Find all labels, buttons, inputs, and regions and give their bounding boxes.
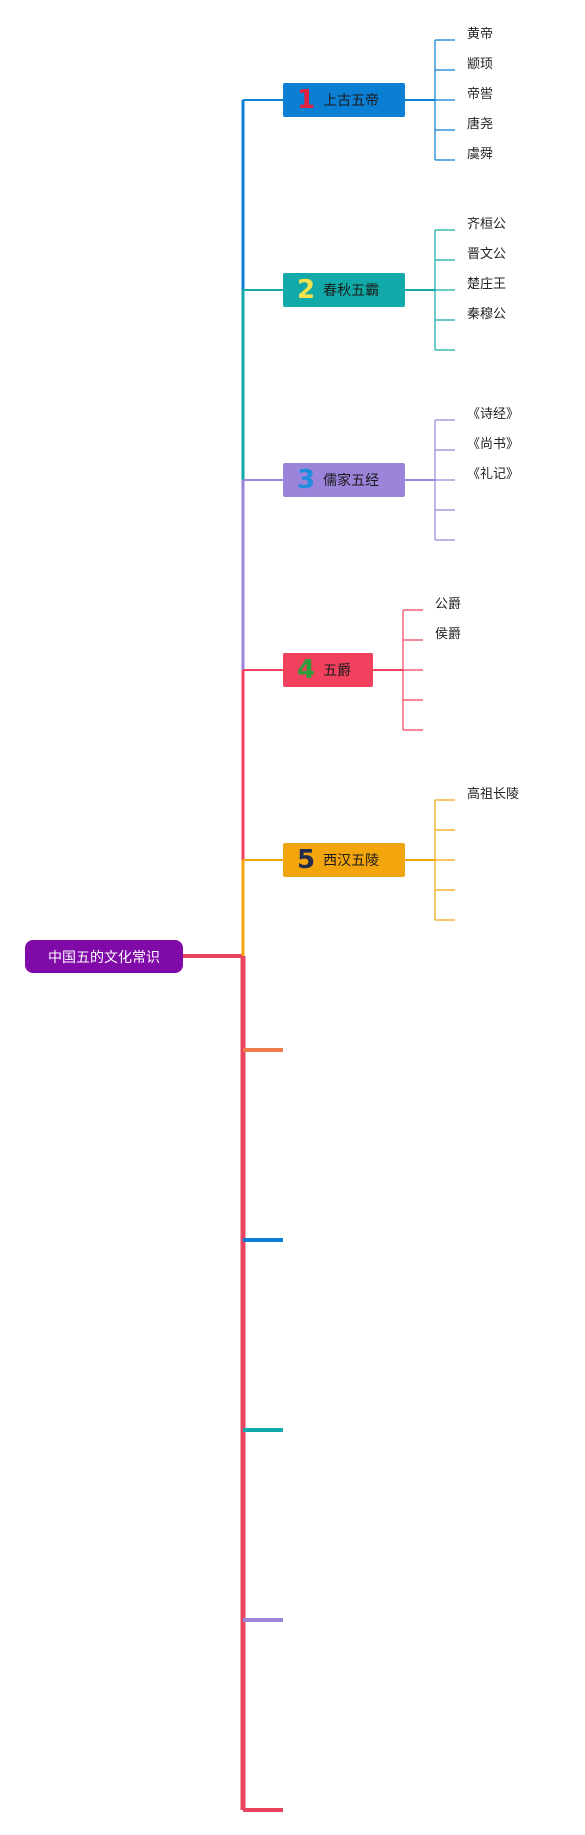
branch-number: 2 <box>297 275 316 305</box>
branch-number: 1 <box>297 85 316 115</box>
branch-number: 4 <box>297 655 316 685</box>
branch-label: 西汉五陵 <box>323 853 380 869</box>
branch-topic-1[interactable]: 1 上古五帝 <box>283 83 405 117</box>
leaf-topic[interactable]: 《诗经》 <box>467 407 520 422</box>
branch-topic-5[interactable]: 5 西汉五陵 <box>283 843 405 877</box>
leaf-topic[interactable]: 虞舜 <box>467 147 494 162</box>
leaf-topic[interactable]: 帝喾 <box>467 87 494 102</box>
leaf-topic[interactable]: 侯爵 <box>435 627 462 642</box>
leaf-topic[interactable]: 晋文公 <box>467 247 507 262</box>
branch-label: 五爵 <box>323 663 352 679</box>
root-topic-label: 中国五的文化常识 <box>48 949 160 966</box>
branch-label: 春秋五霸 <box>323 283 380 299</box>
leaf-topic[interactable]: 秦穆公 <box>467 307 507 322</box>
leaf-topic[interactable]: 唐尧 <box>467 117 494 132</box>
branch-topic-4[interactable]: 4 五爵 <box>283 653 373 687</box>
branch-number: 3 <box>297 465 316 495</box>
branch-label: 上古五帝 <box>323 93 380 109</box>
root-topic[interactable]: 中国五的文化常识 <box>25 940 183 973</box>
branch-number: 5 <box>297 845 316 875</box>
leaf-topic[interactable]: 齐桓公 <box>467 217 507 232</box>
leaf-topic[interactable]: 黄帝 <box>467 27 494 42</box>
leaf-topic[interactable]: 公爵 <box>435 597 462 612</box>
branch-topic-2[interactable]: 2 春秋五霸 <box>283 273 405 307</box>
leaf-topic[interactable]: 《尚书》 <box>467 437 520 452</box>
leaf-topic[interactable]: 楚庄王 <box>467 277 507 292</box>
branch-label: 儒家五经 <box>323 473 380 489</box>
leaf-topic[interactable]: 颛顼 <box>467 57 494 72</box>
leaf-topic[interactable]: 高祖长陵 <box>467 787 520 802</box>
branch-topic-3[interactable]: 3 儒家五经 <box>283 463 405 497</box>
leaf-topic[interactable]: 《礼记》 <box>467 467 520 482</box>
